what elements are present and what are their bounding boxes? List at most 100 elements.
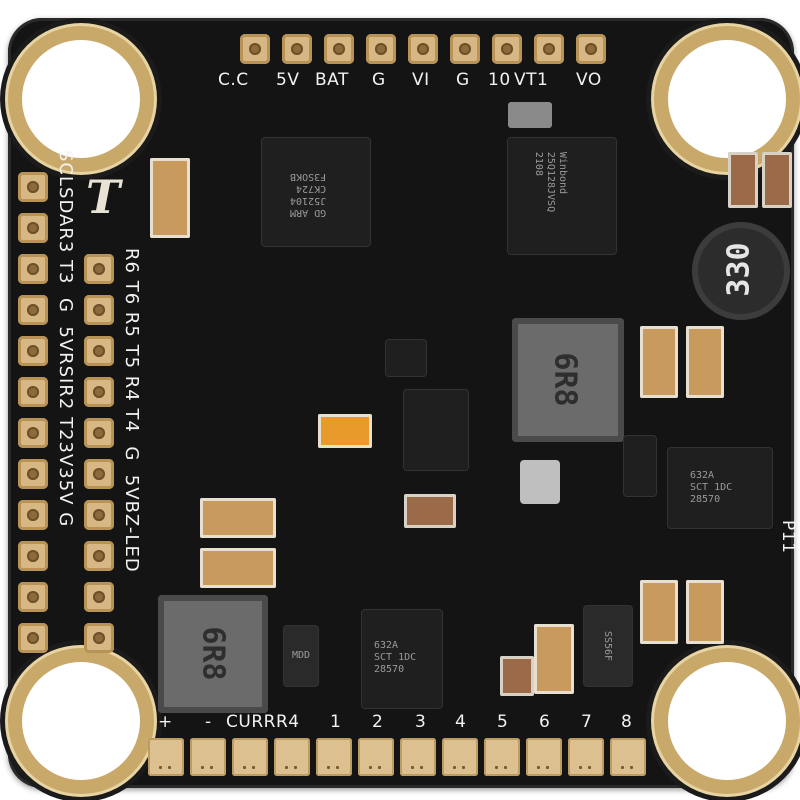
- top-label-bat: BAT: [315, 70, 349, 90]
- capacitor-11: [762, 152, 792, 208]
- bottom-pad: [358, 738, 394, 776]
- top-pad: [282, 34, 312, 64]
- inner-label-r4: R4: [121, 375, 142, 402]
- capacitor-13: [500, 656, 534, 696]
- diode-left: [284, 626, 318, 686]
- top-label-g2: G: [456, 70, 470, 90]
- top-label-vi: VI: [412, 70, 430, 90]
- bottom-label-r4: R4: [276, 712, 300, 732]
- bottom-label-5: 5: [497, 712, 509, 732]
- bottom-label-7: 7: [581, 712, 593, 732]
- regulator-bottom-marking: 632A SCT 1DC 28570: [374, 640, 417, 675]
- inner-pad: [84, 295, 114, 325]
- bottom-label-2: 2: [372, 712, 384, 732]
- left-label-g: G: [55, 297, 76, 313]
- mounting-hole-top-right: [668, 40, 786, 158]
- inner-label-bz: BZ-: [121, 500, 142, 535]
- top-pad: [240, 34, 270, 64]
- bottom-pad: [484, 738, 520, 776]
- left-label-scl: SCL: [55, 150, 76, 188]
- inductor-center-marking: 6R8: [547, 352, 583, 407]
- small-ic-2: [624, 436, 656, 496]
- diode-right: [584, 606, 632, 686]
- top-pad: [492, 34, 522, 64]
- left-label-t3: T3: [55, 260, 76, 285]
- left-pad: [18, 582, 48, 612]
- left-pad: [18, 459, 48, 489]
- left-label-t2: T2: [55, 417, 76, 442]
- mounting-hole-bottom-left: [22, 662, 140, 780]
- capacitor-3: [200, 548, 276, 588]
- bottom-pad: [232, 738, 268, 776]
- brand-logo: T: [86, 170, 121, 224]
- bottom-label-minus: -: [205, 712, 212, 732]
- bottom-pad: [610, 738, 646, 776]
- left-pad: [18, 254, 48, 284]
- left-label-5v: 5V: [55, 326, 76, 353]
- inner-label-r5: R5: [121, 311, 142, 338]
- bottom-label-6: 6: [539, 712, 551, 732]
- top-pad: [408, 34, 438, 64]
- capacitor-1: [150, 158, 190, 238]
- inner-label-5v: 5V: [121, 474, 142, 501]
- inner-label-g: G: [121, 446, 142, 462]
- inner-pad: [84, 623, 114, 653]
- left-label-sda: SDA: [55, 187, 76, 228]
- inner-pad: [84, 582, 114, 612]
- capacitor-6: [640, 580, 678, 644]
- top-pad: [534, 34, 564, 64]
- inner-pad: [84, 541, 114, 571]
- inductor-bottom-left: [158, 595, 268, 713]
- inner-pad: [84, 254, 114, 284]
- bottom-pad: [400, 738, 436, 776]
- top-pad: [576, 34, 606, 64]
- capacitor-4: [640, 326, 678, 398]
- inner-label-t6: T6: [121, 280, 142, 306]
- component-top: [508, 102, 552, 128]
- inductor-bottom-left-marking: 6R8: [195, 626, 231, 681]
- inductor-center: [512, 318, 624, 442]
- top-pad: [450, 34, 480, 64]
- left-labels-inner: R6 T6 R5 T5 R4 T4 G 5VBZ-LED: [121, 248, 142, 573]
- top-pad: [324, 34, 354, 64]
- bottom-label-curr: CURR: [226, 712, 276, 732]
- flash-marking: Winbond 25Q128JVSQ 2108: [533, 151, 569, 213]
- mcu-marking: GD ARM J52104 CK724 F3SOKB: [290, 171, 327, 218]
- top-label-g1: G: [372, 70, 386, 90]
- left-pad: [18, 172, 48, 202]
- left-pad: [18, 418, 48, 448]
- mounting-hole-bottom-right: [668, 662, 786, 780]
- left-label-rsi: RSI: [55, 352, 76, 385]
- bottom-pad: [274, 738, 310, 776]
- bottom-pad: [526, 738, 562, 776]
- left-pad: [18, 336, 48, 366]
- left-label-5v-2: 5V: [55, 479, 76, 506]
- bottom-label-8: 8: [621, 712, 633, 732]
- left-pad: [18, 541, 48, 571]
- bottom-pad: [148, 738, 184, 776]
- left-pad: [18, 295, 48, 325]
- diode-right-marking: SS56F: [602, 630, 614, 662]
- inner-pad: [84, 418, 114, 448]
- top-pad: [366, 34, 396, 64]
- regulator-right-marking: 632A SCT 1DC 28570: [690, 470, 733, 505]
- inner-label-led: LED: [121, 534, 142, 573]
- left-pad: [18, 623, 48, 653]
- bottom-label-3: 3: [415, 712, 427, 732]
- top-label-vo: VO: [576, 70, 602, 90]
- inner-label-t5: T5: [121, 344, 142, 370]
- capacitor-8: [534, 624, 574, 694]
- capacitor-7: [686, 580, 724, 644]
- bottom-pad: [316, 738, 352, 776]
- left-label-g-2: G: [55, 512, 76, 528]
- left-label-r3: R3: [55, 227, 76, 254]
- top-label-5v: 5V: [276, 70, 300, 90]
- inner-pad: [84, 336, 114, 366]
- bottom-pad: [568, 738, 604, 776]
- capacitor-9: [318, 414, 372, 448]
- bottom-label-plus: +: [158, 712, 173, 732]
- left-label-3v3: 3V3: [55, 441, 76, 480]
- round-inductor: [692, 222, 790, 320]
- bottom-pad: [190, 738, 226, 776]
- bottom-label-4: 4: [455, 712, 467, 732]
